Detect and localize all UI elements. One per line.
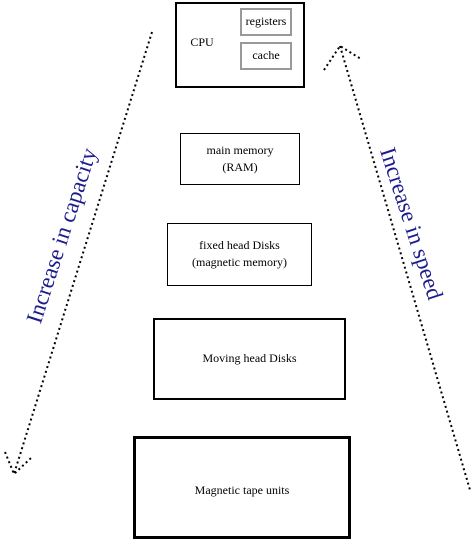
fixed-head-disks-box bbox=[167, 223, 312, 286]
speed-arrow bbox=[323, 44, 471, 491]
fixed-head-disks-label: fixed head Disks (magnetic memory) bbox=[167, 237, 312, 271]
main-memory-label: main memory (RAM) bbox=[180, 142, 300, 176]
main-memory-line1: main memory bbox=[206, 143, 274, 157]
fixed-head-disks-line2: (magnetic memory) bbox=[192, 255, 287, 269]
registers-box bbox=[240, 8, 292, 36]
cache-label: cache bbox=[252, 48, 280, 62]
cpu-label: CPU bbox=[190, 35, 214, 49]
capacity-arrow bbox=[4, 31, 153, 476]
moving-head-disks-box bbox=[153, 318, 346, 400]
main-memory-line2: (RAM) bbox=[222, 160, 258, 174]
fixed-head-disks-line1: fixed head Disks bbox=[199, 238, 280, 252]
magnetic-tape-label: Magnetic tape units bbox=[194, 483, 290, 497]
magnetic-tape-box bbox=[133, 436, 351, 539]
cache-box bbox=[240, 42, 292, 70]
moving-head-disks-label: Moving head Disks bbox=[202, 351, 297, 365]
registers-label: registers bbox=[245, 14, 287, 28]
main-memory-box bbox=[180, 133, 300, 185]
